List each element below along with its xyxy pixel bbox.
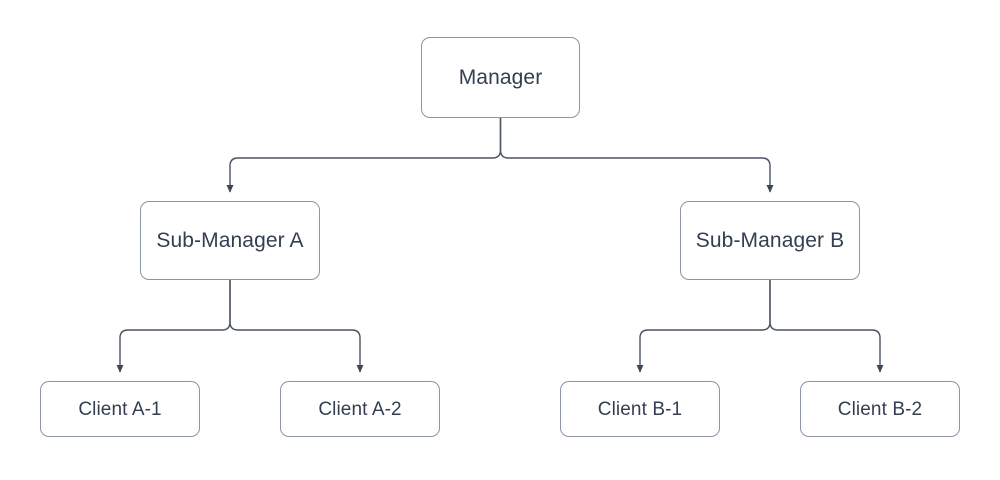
node-client-a-1-label: Client A-1 xyxy=(78,398,162,420)
node-client-a-2[interactable]: Client A-2 xyxy=(280,381,440,437)
edge-sub-a-to-client-a1 xyxy=(116,280,231,373)
edge-sub-a-to-client-a2 xyxy=(229,280,364,373)
node-client-a-1[interactable]: Client A-1 xyxy=(40,381,200,437)
edge-manager-to-sub-a xyxy=(226,118,502,193)
edge-manager-to-sub-b xyxy=(499,118,774,193)
node-client-b-2-label: Client B-2 xyxy=(837,398,923,420)
node-manager[interactable]: Manager xyxy=(421,37,580,118)
edge-sub-b-to-client-b2 xyxy=(769,280,884,373)
node-sub-manager-b-label: Sub-Manager B xyxy=(695,229,845,252)
node-client-b-1[interactable]: Client B-1 xyxy=(560,381,720,437)
node-sub-manager-a[interactable]: Sub-Manager A xyxy=(140,201,320,280)
node-sub-manager-a-label: Sub-Manager A xyxy=(156,229,304,252)
edge-sub-b-to-client-b1 xyxy=(636,280,771,373)
node-client-b-2[interactable]: Client B-2 xyxy=(800,381,960,437)
node-manager-label: Manager xyxy=(458,66,543,89)
node-client-a-2-label: Client A-2 xyxy=(318,398,402,420)
node-sub-manager-b[interactable]: Sub-Manager B xyxy=(680,201,860,280)
node-client-b-1-label: Client B-1 xyxy=(597,398,683,420)
